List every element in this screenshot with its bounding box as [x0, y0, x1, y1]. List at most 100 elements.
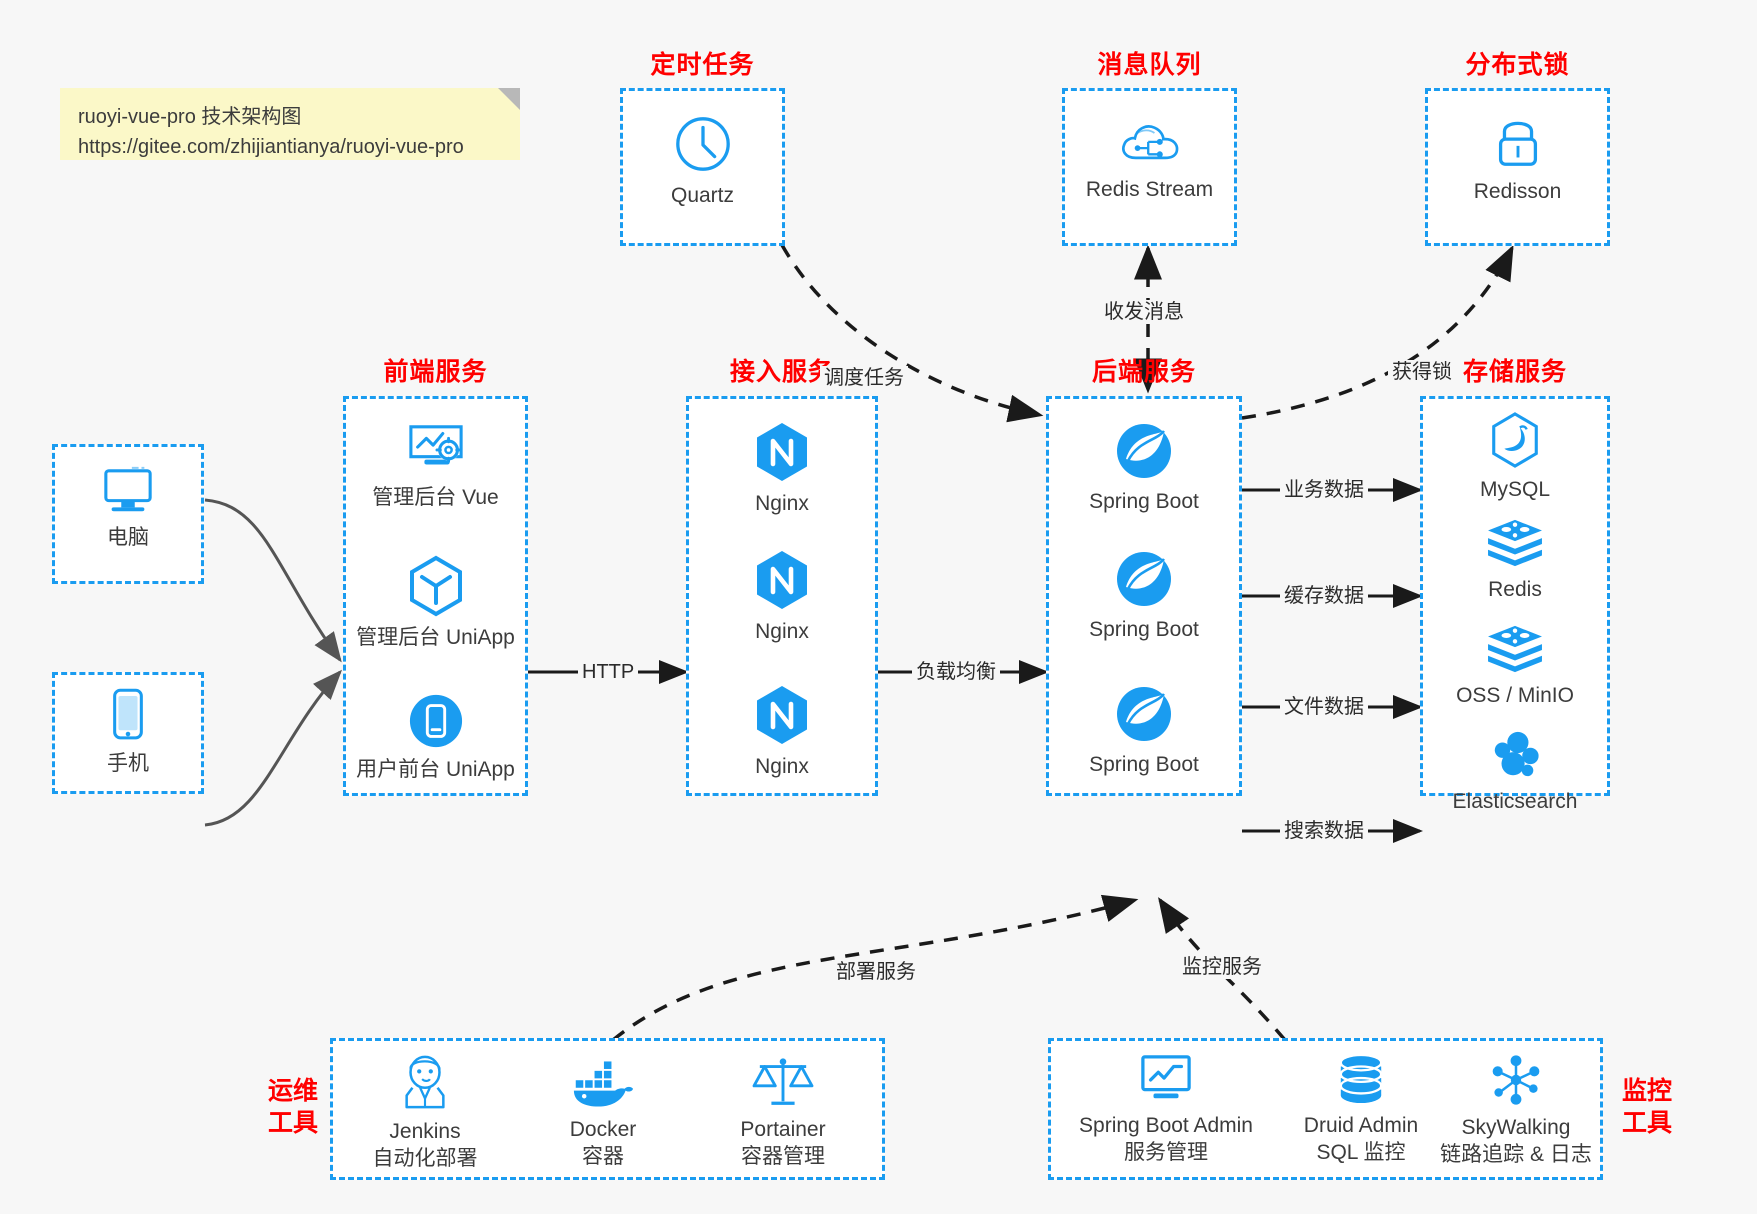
spring-boot-icon — [1114, 684, 1174, 744]
edge-label-acquire-lock: 获得锁 — [1388, 360, 1456, 384]
node-admin-vue[interactable]: 管理后台 Vue — [346, 421, 525, 511]
node-springboot-3[interactable]: Spring Boot — [1049, 684, 1239, 778]
node-admin-uniapp[interactable]: 管理后台 UniApp — [346, 555, 525, 651]
node-label: Portainer — [740, 1118, 826, 1141]
node-sublabel: 服务管理 — [1124, 1141, 1208, 1164]
group-storage[interactable]: MySQL Redis — [1420, 396, 1610, 813]
node-label: Nginx — [755, 492, 809, 515]
edge-label-file-data: 文件数据 — [1280, 695, 1368, 719]
group-client-desktop[interactable]: 电脑 — [52, 444, 204, 584]
group-title-devops: 运维 工具 — [258, 1075, 328, 1139]
group-monitoring[interactable]: Spring Boot Admin 服务管理 — [1048, 1038, 1603, 1180]
group-title-frontend: 前端服务 — [383, 358, 488, 386]
node-label: 手机 — [107, 752, 149, 775]
note-fold-corner — [498, 88, 520, 110]
group-title-lock: 分布式锁 — [1465, 51, 1570, 79]
mysql-dolphin-icon — [1487, 411, 1543, 469]
edge-label-business-data: 业务数据 — [1280, 478, 1368, 502]
monitoring-title-line1: 监控 — [1621, 1077, 1672, 1105]
node-redisson[interactable]: Redisson — [1428, 113, 1607, 205]
note-line-url: https://gitee.com/zhijiantianya/ruoyi-vu… — [78, 136, 464, 158]
edge-label-cache-data: 缓存数据 — [1280, 584, 1368, 608]
mobile-phone-icon — [108, 687, 148, 743]
nginx-icon — [753, 421, 811, 483]
edge-label-loadbalance: 负载均衡 — [912, 660, 1000, 684]
node-springboot-2[interactable]: Spring Boot — [1049, 549, 1239, 643]
hexagon-cube-icon — [407, 555, 465, 617]
edge-label-http: HTTP — [578, 660, 639, 684]
node-user-uniapp[interactable]: 用户前台 UniApp — [346, 693, 525, 783]
desktop-monitor-icon — [99, 465, 157, 517]
node-label: Quartz — [670, 184, 735, 207]
note-line-title: ruoyi-vue-pro 技术架构图 — [78, 106, 302, 128]
clock-icon — [672, 113, 734, 175]
group-title-monitoring: 监控 工具 — [1612, 1075, 1682, 1139]
node-druid-admin[interactable]: Druid Admin SQL 监控 — [1281, 1053, 1441, 1167]
node-label: Jenkins — [389, 1120, 461, 1143]
node-sublabel: 自动化部署 — [372, 1147, 478, 1170]
monitor-chart-icon — [1137, 1053, 1195, 1105]
node-nginx-1[interactable]: Nginx — [689, 421, 875, 517]
node-springboot-1[interactable]: Spring Boot — [1049, 421, 1239, 515]
edge-label-mq-messages: 收发消息 — [1100, 300, 1188, 324]
node-jenkins[interactable]: Jenkins 自动化部署 — [345, 1053, 505, 1173]
node-label: 电脑 — [107, 526, 149, 549]
jenkins-butler-icon — [397, 1053, 453, 1111]
docker-whale-icon — [572, 1059, 634, 1109]
node-label: Druid Admin — [1303, 1114, 1419, 1137]
edge-label-search-data: 搜索数据 — [1280, 819, 1368, 843]
group-client-mobile[interactable]: 手机 — [52, 672, 204, 794]
node-spring-boot-admin[interactable]: Spring Boot Admin 服务管理 — [1061, 1053, 1271, 1167]
group-gateway[interactable]: Nginx Nginx Nginx — [686, 396, 878, 796]
node-label: Nginx — [755, 620, 809, 643]
node-mobile[interactable]: 手机 — [55, 687, 201, 777]
node-mysql[interactable]: MySQL — [1423, 411, 1607, 503]
monitoring-title-line2: 工具 — [1621, 1109, 1672, 1137]
node-oss-minio[interactable]: OSS / MinIO — [1423, 623, 1607, 709]
devops-title-line2: 工具 — [267, 1109, 318, 1137]
node-label: Nginx — [755, 755, 809, 778]
node-label: Spring Boot — [1089, 490, 1199, 513]
node-label: Spring Boot Admin — [1079, 1114, 1253, 1137]
node-nginx-2[interactable]: Nginx — [689, 549, 875, 645]
edge-desktop-to-frontend — [204, 498, 342, 663]
edge-label-monitor-service: 监控服务 — [1178, 955, 1266, 979]
node-quartz[interactable]: Quartz — [623, 113, 782, 209]
nginx-icon — [753, 684, 811, 746]
group-frontend[interactable]: 管理后台 Vue 管理后台 UniApp 用户前台 UniApp — [343, 396, 528, 796]
node-label: MySQL — [1479, 478, 1550, 501]
group-devops[interactable]: Jenkins 自动化部署 Docker 容器 — [330, 1038, 885, 1180]
node-skywalking[interactable]: SkyWalking 链路追踪 & 日志 — [1426, 1053, 1606, 1169]
node-label: Docker — [569, 1118, 637, 1141]
cloud-stream-icon — [1118, 113, 1182, 169]
node-redis[interactable]: Redis — [1423, 517, 1607, 603]
edge-acquire-lock — [1241, 244, 1514, 420]
node-nginx-3[interactable]: Nginx — [689, 684, 875, 780]
node-label: Spring Boot — [1089, 753, 1199, 776]
group-lock[interactable]: Redisson — [1425, 88, 1610, 246]
node-label: SkyWalking — [1461, 1116, 1571, 1139]
group-title-scheduler: 定时任务 — [650, 51, 755, 79]
node-label: OSS / MinIO — [1456, 684, 1574, 707]
lock-icon — [1490, 113, 1546, 171]
group-mq[interactable]: Redis Stream — [1062, 88, 1237, 246]
node-sublabel: 容器管理 — [741, 1145, 825, 1168]
group-scheduler[interactable]: Quartz — [620, 88, 785, 246]
node-portainer[interactable]: Portainer 容器管理 — [693, 1053, 873, 1171]
group-backend[interactable]: Spring Boot Spring Boot Spring Boot — [1046, 396, 1242, 796]
node-label: 管理后台 Vue — [372, 486, 499, 509]
node-label: 用户前台 UniApp — [356, 758, 515, 781]
database-icon — [1336, 1053, 1386, 1105]
node-label: Redis — [1488, 578, 1542, 601]
node-label: Redis Stream — [1085, 178, 1214, 201]
node-label: Elasticsearch — [1452, 790, 1578, 813]
elasticsearch-icon — [1487, 729, 1543, 781]
node-desktop[interactable]: 电脑 — [55, 465, 201, 551]
node-redis-stream[interactable]: Redis Stream — [1065, 113, 1234, 203]
dashboard-gear-icon — [405, 421, 467, 477]
node-docker[interactable]: Docker 容器 — [523, 1059, 683, 1171]
edge-label-deploy-service: 部署服务 — [832, 960, 920, 984]
spring-boot-icon — [1114, 549, 1174, 609]
node-elasticsearch[interactable]: Elasticsearch — [1423, 729, 1607, 815]
